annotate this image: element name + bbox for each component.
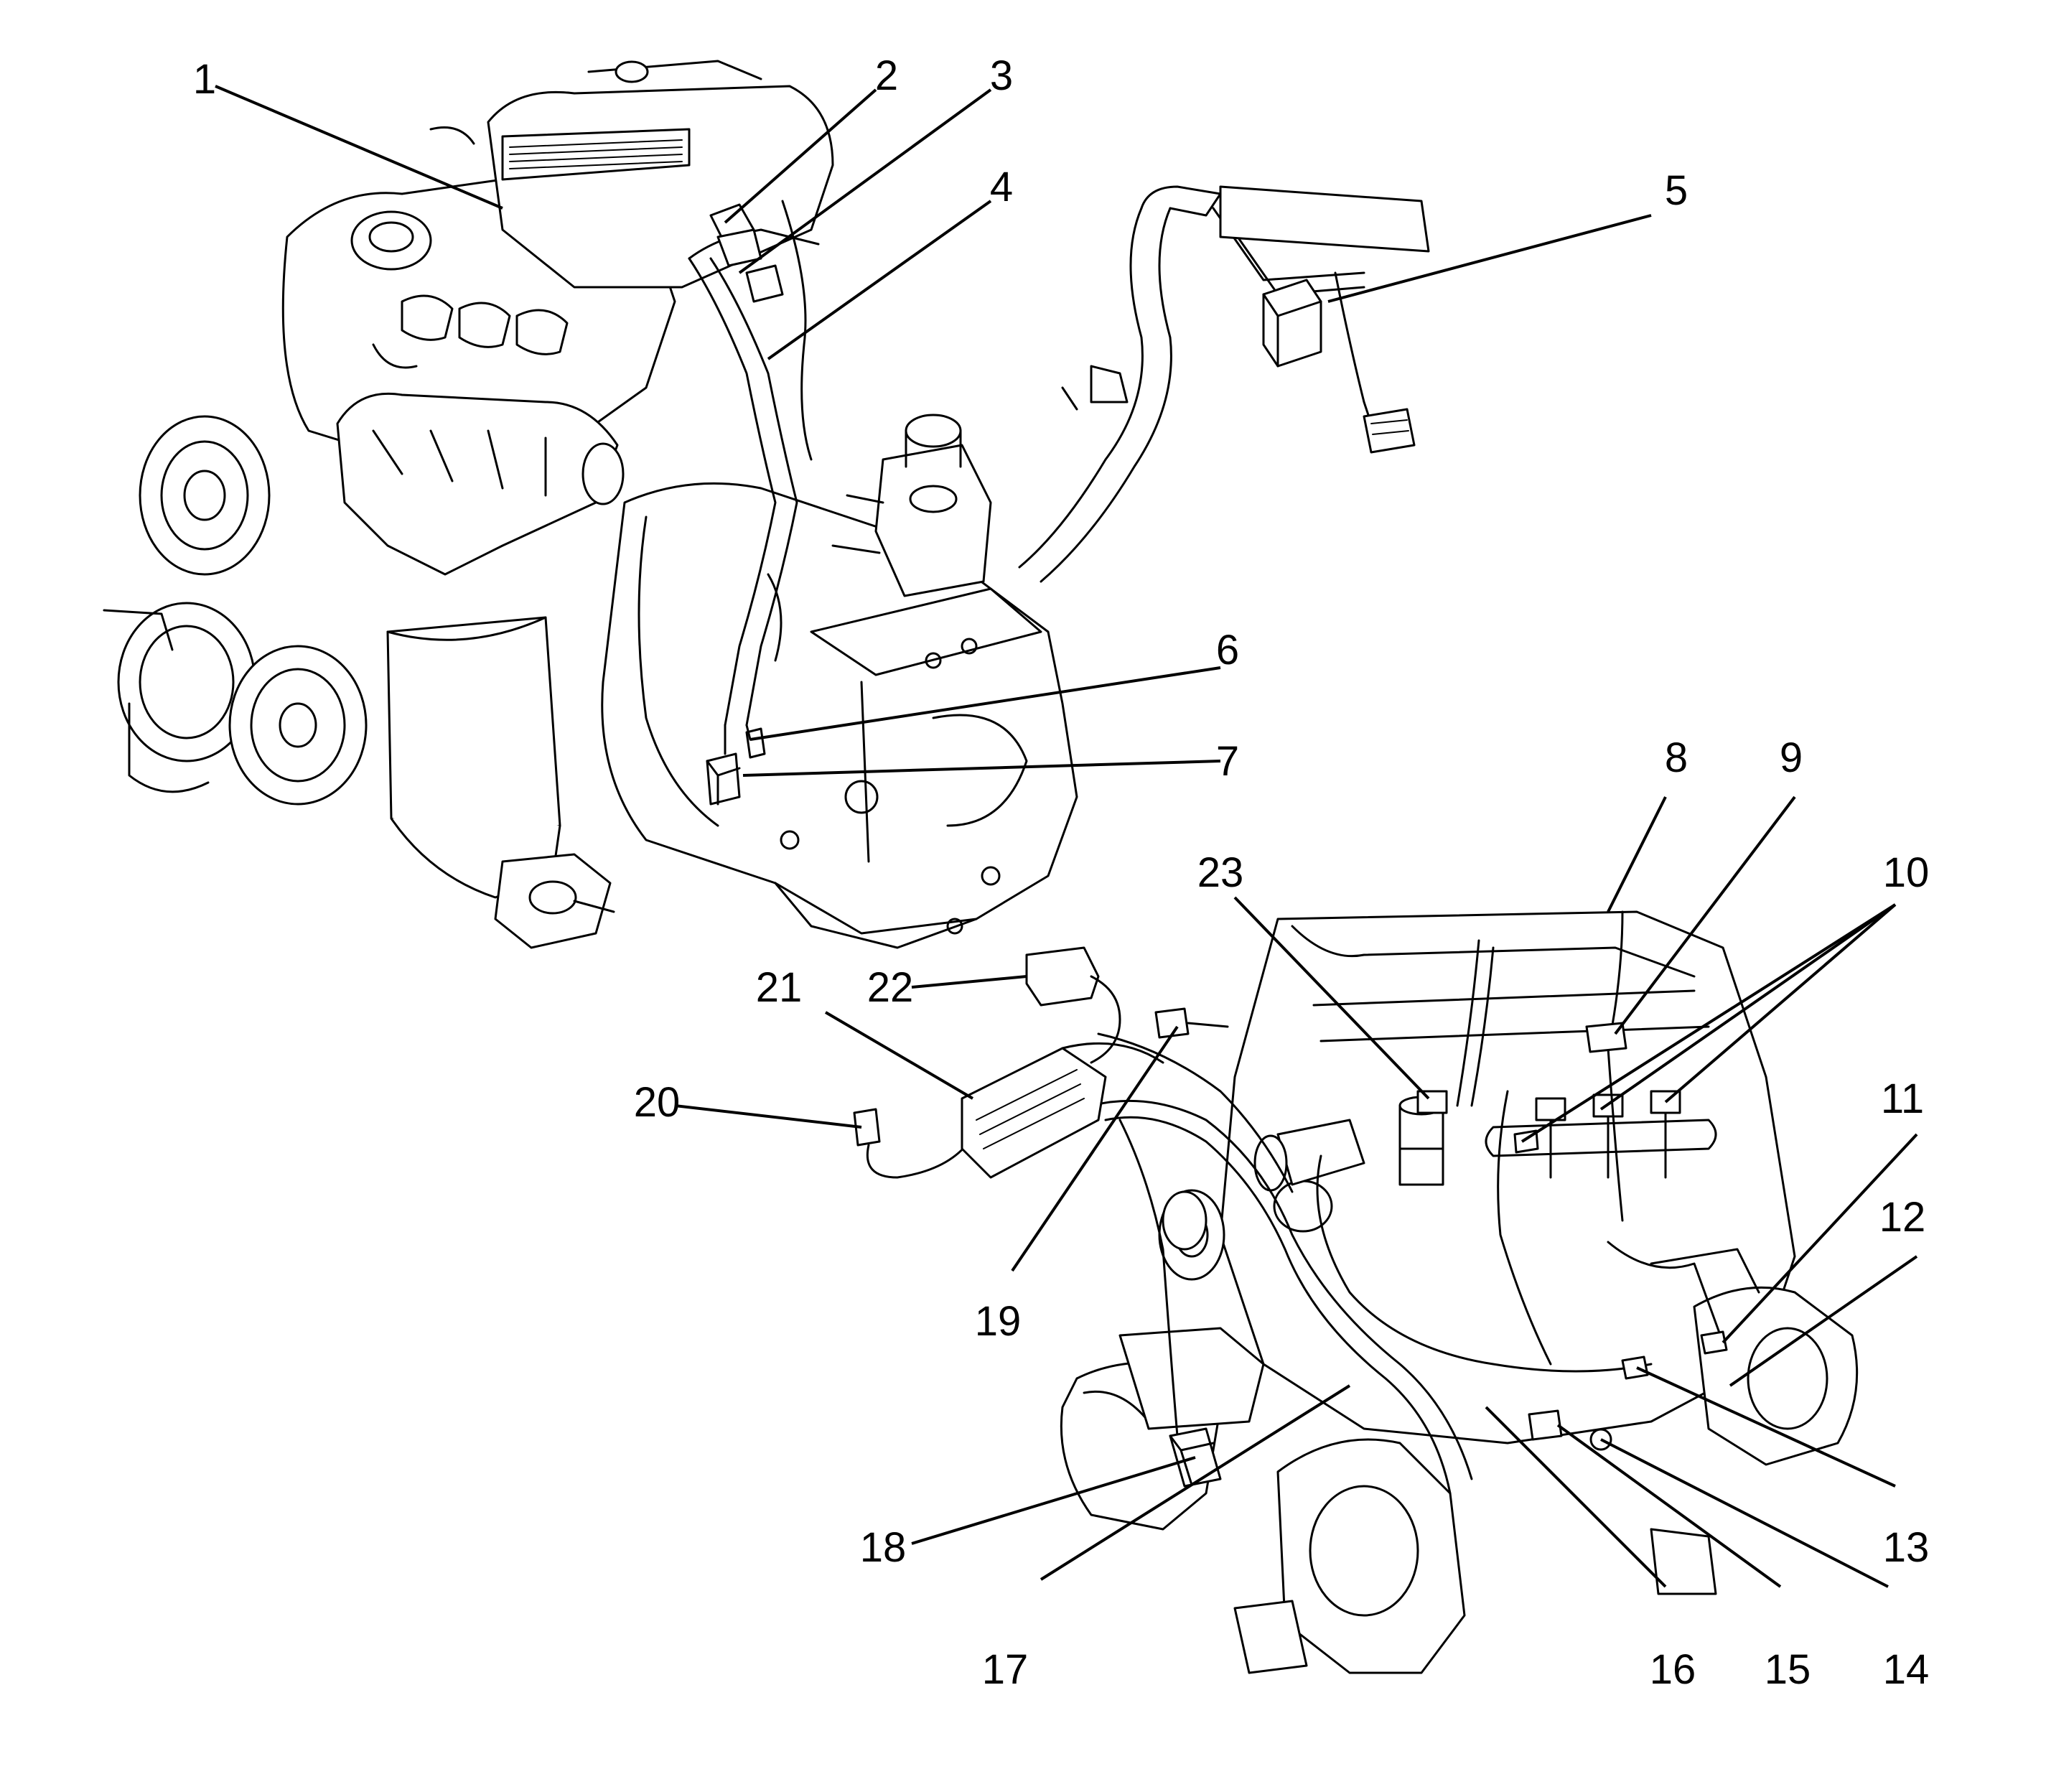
front-cover-lower bbox=[1233, 1438, 1717, 1674]
transaxle-lower bbox=[1060, 1327, 1265, 1531]
engine-harness-upper bbox=[688, 185, 1430, 727]
callout-13: 13 bbox=[1883, 1524, 1930, 1571]
alternator-pulley bbox=[103, 415, 368, 806]
callout-15: 15 bbox=[1765, 1646, 1811, 1693]
callout-7: 7 bbox=[1216, 738, 1239, 785]
callout-10: 10 bbox=[1883, 849, 1930, 896]
catalytic-converter bbox=[386, 616, 615, 949]
connectors-lower bbox=[853, 946, 1728, 1488]
callout-19: 19 bbox=[975, 1298, 1022, 1345]
callout-3: 3 bbox=[990, 52, 1013, 99]
callout-23: 23 bbox=[1197, 849, 1244, 896]
callout-1: 1 bbox=[193, 56, 216, 103]
callout-4: 4 bbox=[990, 164, 1013, 210]
callout-11: 11 bbox=[1881, 1075, 1924, 1122]
connectors-upper bbox=[706, 203, 1322, 806]
callout-9: 9 bbox=[1780, 734, 1803, 781]
callout-16: 16 bbox=[1650, 1646, 1696, 1693]
leader-lines bbox=[215, 85, 1918, 1588]
shift-control-assembly bbox=[831, 414, 992, 597]
transaxle-housing bbox=[601, 482, 1078, 949]
callout-2: 2 bbox=[875, 52, 898, 99]
callout-22: 22 bbox=[867, 964, 914, 1011]
callout-17: 17 bbox=[982, 1646, 1029, 1693]
engine-harness-lower bbox=[1090, 910, 1724, 1495]
callout-5: 5 bbox=[1665, 167, 1688, 214]
callout-8: 8 bbox=[1665, 734, 1688, 781]
callout-18: 18 bbox=[860, 1524, 907, 1571]
callout-21: 21 bbox=[756, 964, 803, 1011]
fuel-rail bbox=[1485, 1090, 1717, 1179]
callout-14: 14 bbox=[1883, 1646, 1930, 1693]
callout-12: 12 bbox=[1879, 1194, 1926, 1241]
engine-assembly-upper bbox=[103, 60, 1430, 949]
callout-6: 6 bbox=[1216, 627, 1239, 673]
callout-labels: 1 2 3 4 5 6 7 8 9 10 11 12 13 14 15 16 1… bbox=[193, 52, 1929, 1693]
exhaust-manifold bbox=[336, 392, 625, 576]
engine-assembly-lower bbox=[853, 910, 1859, 1674]
callout-20: 20 bbox=[634, 1079, 681, 1126]
